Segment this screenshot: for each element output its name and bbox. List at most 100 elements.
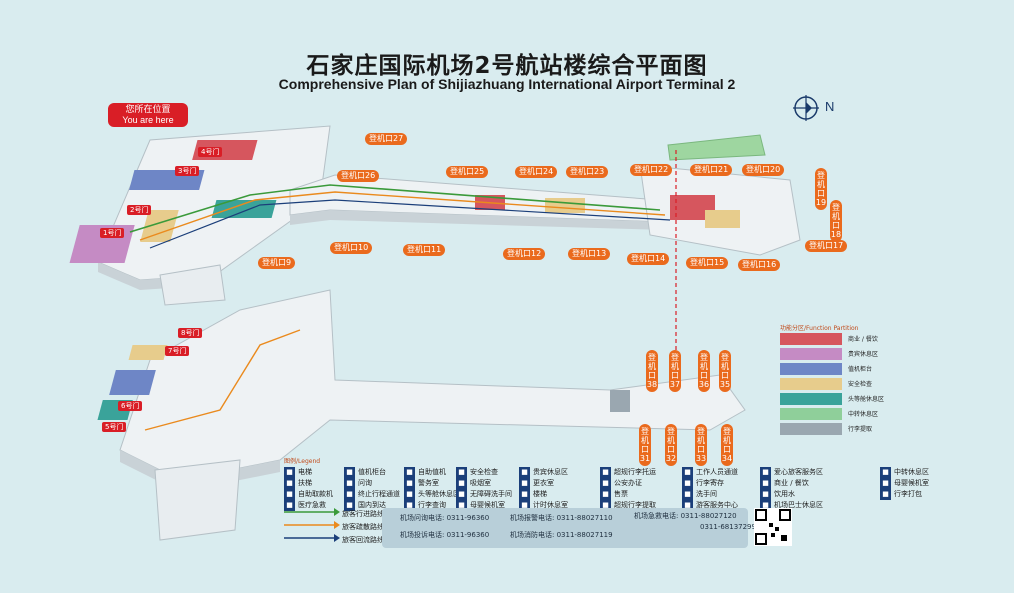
gate-21: 登机口21: [690, 164, 733, 176]
legend-label: 商业 / 餐饮: [774, 479, 809, 487]
legend-icon: ■: [880, 489, 891, 500]
phone-fire: 机场消防电话: 0311-88027119: [510, 531, 613, 539]
legend-label: 行李打包: [894, 490, 922, 498]
legend-icon: ■: [284, 467, 295, 478]
legend-icon: ■: [456, 489, 467, 500]
route-arrow-icon: [284, 521, 340, 529]
door-8: 8号门: [178, 328, 203, 338]
legend-icon: ■: [404, 467, 415, 478]
legend-label: 行李寄存: [696, 479, 724, 487]
gate-14: 登机口14: [627, 253, 670, 265]
gate-20: 登机口20: [742, 164, 785, 176]
partition-label: 值机柜台: [848, 366, 873, 373]
legend-label: 计时休息室: [533, 501, 568, 509]
door-2: 2号门: [127, 205, 152, 215]
legend-label: 头等舱休息区: [418, 490, 460, 498]
legend-icon: ■: [404, 478, 415, 489]
legend-icon: ■: [600, 489, 611, 500]
gate-18: 登机口18: [830, 200, 842, 242]
partition-label: 中转休息区: [848, 411, 879, 418]
map-subtitle: Comprehensive Plan of Shijiazhuang Inter…: [278, 76, 736, 92]
legend-icon: ■: [344, 489, 355, 500]
legend-icon: ■: [456, 478, 467, 489]
gate-35: 登机口35: [719, 350, 731, 392]
legend-label: 终止行程通道: [358, 490, 400, 498]
you-are-here-en: You are here: [122, 115, 174, 125]
phone-emergency-2: 0311-68137299: [700, 523, 756, 531]
legend-label: 自助取款机: [298, 490, 333, 498]
partition-swatch: [780, 408, 842, 420]
gate-31: 登机口31: [639, 424, 651, 466]
gate-9: 登机口9: [258, 257, 296, 269]
legend-icon: ■: [682, 500, 693, 511]
legend-label: 安全检查: [470, 468, 498, 476]
legend-label: 饮用水: [774, 490, 795, 498]
legend-label: 机场巴士休息区: [774, 501, 823, 509]
legend-label: 公安办证: [614, 479, 642, 487]
partition-label: 贵宾休息区: [848, 351, 879, 358]
legend-label: 问询: [358, 479, 372, 487]
legend-label: 超规行李托运: [614, 468, 656, 476]
legend-icon: ■: [600, 478, 611, 489]
partition-swatch: [780, 378, 842, 390]
route-arrow-icon: [284, 534, 340, 542]
door-4: 4号门: [198, 147, 223, 157]
legend-icon: ■: [344, 478, 355, 489]
legend-label: 楼梯: [533, 490, 547, 498]
legend-icon: ■: [284, 500, 295, 511]
gate-10: 登机口10: [330, 242, 373, 254]
legend-label: 母婴候机室: [894, 479, 929, 487]
legend-icon: ■: [456, 467, 467, 478]
legend-title: 图例/Legend: [284, 458, 321, 465]
legend-icon: ■: [519, 478, 530, 489]
qr-code-icon: [754, 508, 792, 546]
door-5: 5号门: [102, 422, 127, 432]
gate-33: 登机口33: [695, 424, 707, 466]
partition-label: 行李提取: [848, 426, 873, 433]
legend-label: 自助值机: [418, 468, 446, 476]
partition-swatch: [780, 333, 842, 345]
gate-34: 登机口34: [721, 424, 733, 466]
function-partition-title: 功能分区/Function Partition: [780, 325, 859, 332]
gate-16: 登机口16: [738, 259, 781, 271]
partition-label: 商业 / 餐饮: [848, 336, 878, 343]
legend-label: 爱心旅客服务区: [774, 468, 823, 476]
legend-label: 贵宾休息区: [533, 468, 568, 476]
legend-label: 售票: [614, 490, 628, 498]
legend-icon: ■: [880, 467, 891, 478]
legend-icon: ■: [519, 489, 530, 500]
gate-12: 登机口12: [503, 248, 546, 260]
door-7: 7号门: [165, 346, 190, 356]
door-1: 1号门: [100, 228, 125, 238]
legend-icon: ■: [600, 500, 611, 511]
legend-icon: ■: [682, 478, 693, 489]
route-label: 旅客疏散路线: [342, 523, 384, 531]
phone-emergency: 机场急救电话: 0311-88027120: [634, 512, 737, 520]
legend-label: 医疗急救: [298, 501, 326, 509]
legend-icon: ■: [682, 467, 693, 478]
legend-icon: ■: [284, 478, 295, 489]
legend-label: 吸烟室: [470, 479, 491, 487]
partition-label: 安全检查: [848, 381, 873, 388]
phone-panel: [382, 508, 748, 548]
gate-37: 登机口37: [669, 350, 681, 392]
gate-19: 登机口19: [815, 168, 827, 210]
gate-32: 登机口32: [665, 424, 677, 466]
gate-27: 登机口27: [365, 133, 408, 145]
partition-label: 头等舱休息区: [848, 396, 885, 403]
legend-label: 扶梯: [298, 479, 312, 487]
door-6: 6号门: [118, 401, 143, 411]
legend-label: 国内到达: [358, 501, 386, 509]
gate-26: 登机口26: [337, 170, 380, 182]
partition-swatch: [780, 393, 842, 405]
gate-22: 登机口22: [630, 164, 673, 176]
legend-icon: ■: [404, 489, 415, 500]
legend-icon: ■: [519, 500, 530, 511]
legend-icon: ■: [456, 500, 467, 511]
legend-label: 游客服务中心: [696, 501, 738, 509]
phone-inquiry: 机场问询电话: 0311-96360: [400, 514, 490, 522]
legend-icon: ■: [344, 500, 355, 511]
legend-icon: ■: [284, 489, 295, 500]
legend-label: 更衣室: [533, 479, 554, 487]
